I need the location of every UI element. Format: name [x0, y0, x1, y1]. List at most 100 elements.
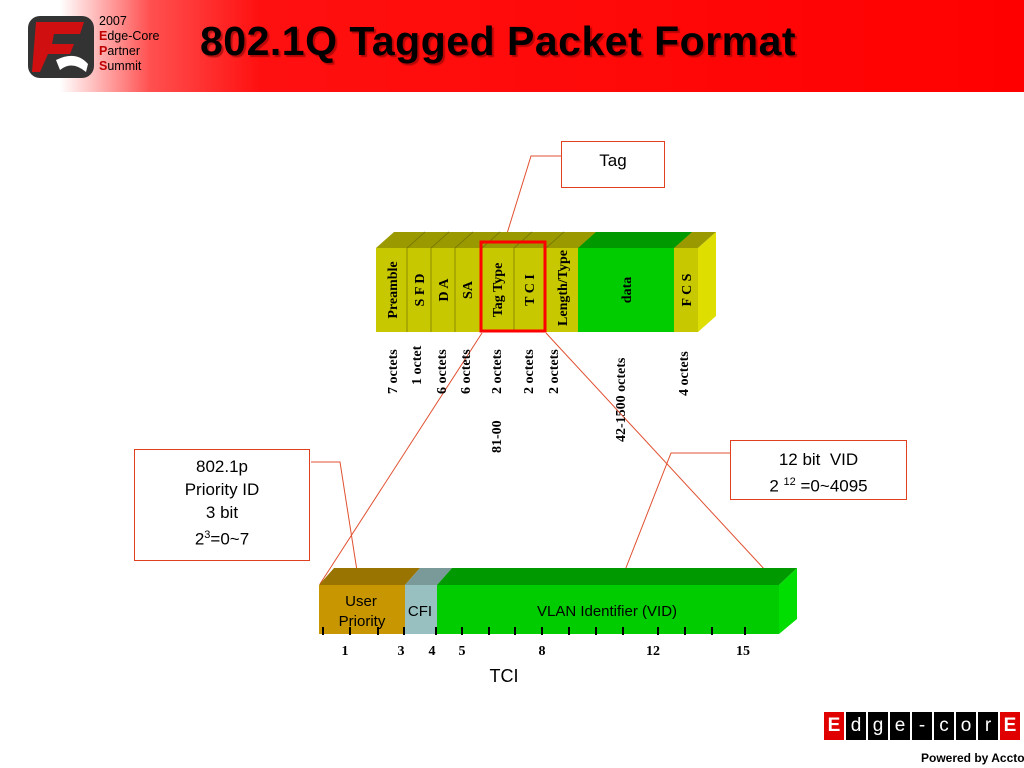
event-logo-text: 2007 Edge-Core Partner Summit	[99, 14, 159, 74]
tci-cfi-label: CFI	[408, 603, 432, 620]
brand-letter: r	[978, 712, 998, 740]
header-banner	[0, 0, 1024, 92]
octets-da: 6 octets	[435, 349, 450, 394]
field-sfd	[407, 248, 431, 332]
top-divider	[430, 231, 450, 249]
connector-lines	[311, 155, 779, 591]
label-sa: SA	[461, 280, 476, 299]
top-divider	[406, 231, 426, 249]
bit-label-15: 15	[736, 644, 750, 659]
octets-preamble: 7 octets	[386, 349, 401, 394]
priority-line-4: 23=0~7	[135, 524, 309, 551]
top-divider	[513, 231, 533, 249]
label-tci: T C I	[523, 274, 538, 306]
tci-top-vid	[437, 568, 797, 585]
bit-ticks	[322, 627, 746, 635]
label-data: data	[620, 277, 635, 303]
priority-callout: 802.1p Priority ID 3 bit 23=0~7	[134, 449, 310, 561]
logo-initial-e: E	[99, 29, 108, 43]
logo-initial-s: S	[99, 59, 108, 73]
label-sfd: S F D	[413, 274, 428, 307]
label-tag-type: Tag Type	[491, 263, 506, 318]
tci-top-cfi	[405, 568, 452, 585]
tci-vid-label: VLAN Identifier (VID)	[537, 603, 677, 620]
field-tag-type	[482, 248, 514, 332]
logo-year: 2007	[99, 14, 127, 28]
octets-fcs: 4 octets	[677, 351, 692, 396]
brand-letter: c	[934, 712, 954, 740]
field-sa	[455, 248, 482, 332]
brand-letter: o	[956, 712, 976, 740]
top-divider	[481, 231, 501, 249]
tci-side-face	[779, 568, 797, 634]
logo-initial-p: P	[99, 44, 108, 58]
tci-right-projection	[545, 332, 779, 585]
top-divider	[454, 231, 474, 249]
page-title: 802.1Q Tagged Packet Format	[200, 18, 797, 64]
priority-exponent: 3	[204, 529, 211, 541]
vid-exponent: 12	[783, 476, 796, 488]
bit-label-12: 12	[646, 644, 660, 659]
octets-tci: 2 octets	[522, 349, 537, 394]
bit-label-4: 4	[429, 644, 436, 659]
label-da: D A	[437, 278, 452, 302]
tag-leader-line	[504, 155, 561, 241]
brand-letter: E	[1000, 712, 1020, 740]
frame-top-dividers	[406, 231, 565, 249]
brand-letter: d	[846, 712, 866, 740]
tci-vid	[437, 585, 779, 634]
tci-caption: TCI	[490, 666, 519, 686]
octets-sfd: 1 octet	[410, 345, 425, 385]
label-length-type: Length/Type	[556, 250, 571, 326]
logo-line-partner: Partner	[99, 44, 159, 59]
logo-line-edge-core: Edge-Core	[99, 29, 159, 44]
tci-user-label: User	[345, 593, 377, 610]
bit-label-5: 5	[459, 644, 466, 659]
tag-type-value: 81-00	[490, 420, 505, 453]
vid-line-1: 12 bit VID	[778, 450, 859, 469]
tci-user-priority	[319, 585, 405, 634]
vid-leader-line	[621, 452, 730, 579]
vid-base: 2	[769, 476, 784, 496]
tci-cfi	[405, 585, 437, 634]
tci-priority-label: Priority	[339, 613, 386, 630]
logo-word-edge-core: dge-Core	[107, 29, 160, 43]
frame-side-face	[698, 232, 716, 332]
priority-line-2: Priority ID	[184, 480, 260, 499]
logo-word-partner: artner	[107, 44, 140, 58]
brand-letter: E	[824, 712, 844, 740]
octets-sa: 6 octets	[459, 349, 474, 394]
label-fcs: F C S	[680, 273, 695, 306]
logo-word-summit: ummit	[107, 59, 142, 73]
bit-label-3: 3	[398, 644, 405, 659]
top-divider	[545, 231, 565, 249]
field-length-type	[546, 248, 578, 332]
octets-length-type: 2 octets	[547, 349, 562, 394]
vid-callout: 12 bit VID 2 12 =0~4095	[730, 440, 907, 500]
priority-line-1: 802.1p	[196, 457, 248, 476]
field-preamble	[376, 248, 407, 332]
field-fcs	[674, 248, 698, 332]
edge-core-logo: E d g e - c o r E	[824, 712, 1020, 740]
octets-data: 42-1500 octets	[614, 357, 629, 442]
brand-letter: -	[912, 712, 932, 740]
priority-leader-line	[311, 461, 361, 591]
tag-callout-label: Tag	[599, 151, 627, 170]
priority-range: =0~7	[210, 529, 250, 549]
tci-left-projection	[319, 332, 483, 585]
logo-line-summit: Summit	[99, 59, 159, 74]
priority-base: 2	[194, 529, 205, 549]
vid-line-2: 2 12 =0~4095	[731, 471, 906, 498]
tag-callout: Tag	[561, 141, 665, 188]
tag-highlight-box	[479, 240, 547, 333]
field-tci	[514, 248, 546, 332]
brand-letter: g	[868, 712, 888, 740]
brand-letter: e	[890, 712, 910, 740]
frame-dividers	[406, 248, 515, 332]
logo-mark	[28, 16, 94, 78]
priority-line-3: 3 bit	[205, 503, 239, 522]
bit-label-1: 1	[342, 644, 349, 659]
octets-tag-type: 2 octets	[490, 349, 505, 394]
field-data	[578, 248, 674, 332]
